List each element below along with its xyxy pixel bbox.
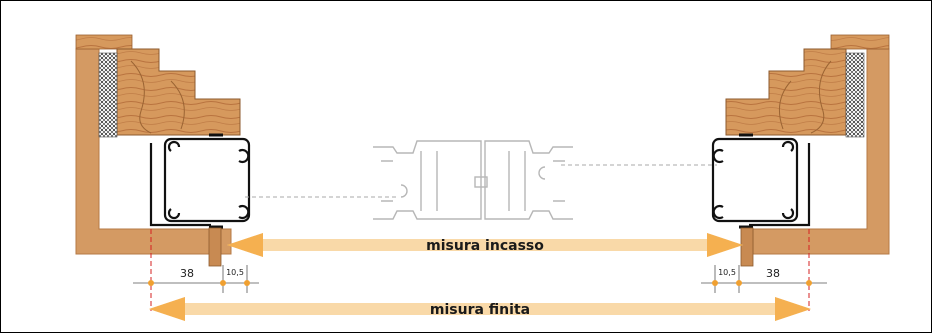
right-seal-strip: [845, 52, 865, 138]
misura-incasso-arrow: [227, 233, 743, 257]
misura-finita-label: misura finita: [430, 302, 530, 318]
misura-incasso-label: misura incasso: [426, 238, 544, 254]
right-dimension-line: [701, 265, 827, 293]
right-wood-block: [725, 48, 847, 136]
left-seal-strip: [98, 52, 118, 138]
left-top-cap: [75, 34, 133, 50]
dim-right-10-5: 10,5: [718, 268, 736, 277]
dim-right-38: 38: [766, 267, 780, 280]
right-window-profile: [711, 133, 811, 229]
red-guide-lines: [150, 229, 810, 311]
right-top-cap: [830, 34, 890, 50]
right-sill-post: [740, 227, 754, 267]
misura-finita-arrow: [149, 297, 811, 321]
center-ghost-profile: [373, 140, 573, 220]
dim-left-38: 38: [180, 267, 194, 280]
left-sill-post: [208, 227, 222, 267]
left-wood-block: [116, 48, 241, 136]
left-dimension-line: [133, 265, 259, 293]
left-window-profile: [149, 133, 251, 229]
dim-left-10-5: 10,5: [226, 268, 244, 277]
